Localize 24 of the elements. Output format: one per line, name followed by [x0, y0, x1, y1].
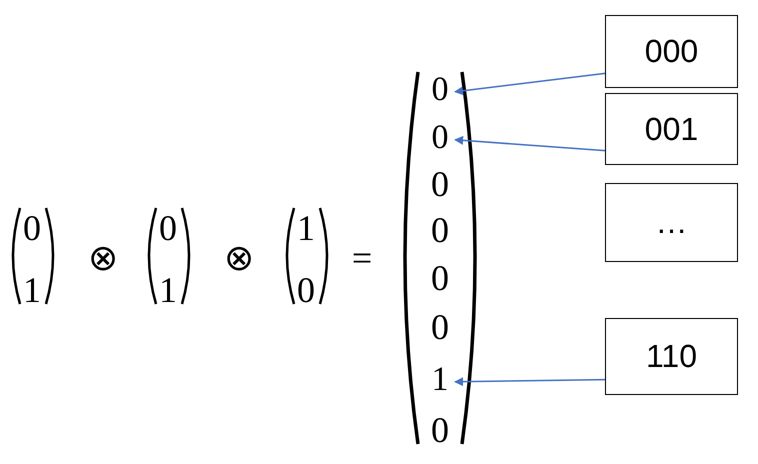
vector-entry: 1 — [158, 272, 178, 308]
vector-entry: 0 — [22, 210, 42, 246]
matrix-entry: 0 — [430, 260, 450, 296]
arrow — [454, 72, 606, 96]
label-box: 001 — [605, 93, 738, 165]
vector-entry: 0 — [158, 210, 178, 246]
matrix-entry: 0 — [427, 120, 453, 156]
vector-entry: 1 — [296, 210, 316, 246]
equals-sign: = — [350, 240, 374, 276]
vector-entry: 1 — [22, 272, 42, 308]
vector-entry: 0 — [296, 272, 316, 308]
arrow — [454, 377, 606, 386]
arrow — [454, 136, 606, 152]
label-box: 110 — [605, 318, 738, 395]
label-box: … — [605, 183, 738, 262]
label-box: 000 — [605, 15, 738, 88]
tensor-product-sign: ⊗ — [88, 240, 118, 276]
matrix-entry: 0 — [430, 166, 450, 202]
matrix-entry: 0 — [430, 309, 450, 345]
tensor-product-sign: ⊗ — [224, 240, 254, 276]
matrix-entry: 1 — [427, 362, 453, 398]
matrix-entry: 0 — [430, 212, 450, 248]
matrix-entry: 0 — [427, 72, 453, 108]
matrix-entry: 0 — [430, 412, 450, 448]
